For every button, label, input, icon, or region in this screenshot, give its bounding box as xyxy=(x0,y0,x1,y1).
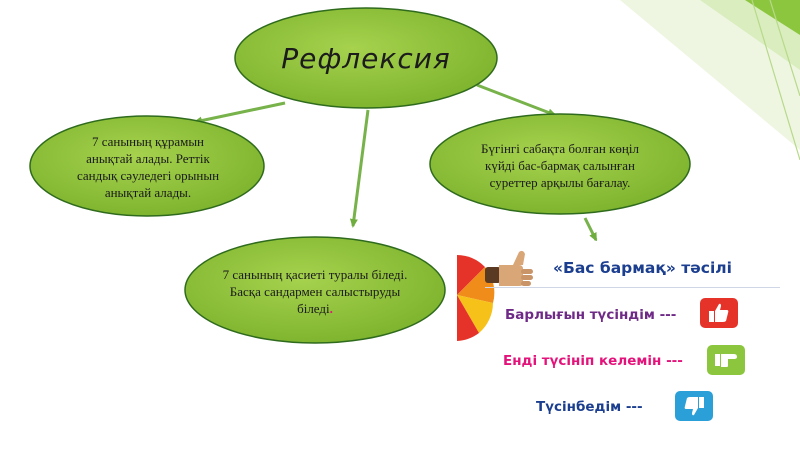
title-box: Рефлексия xyxy=(246,20,486,96)
arrow-to-left-node xyxy=(193,101,286,125)
arrow-to-bottom-node xyxy=(349,109,370,228)
right-node-text: Бүгінгі сабақта болған көңіл күйді бас-б… xyxy=(481,140,639,190)
left-node-ellipse xyxy=(29,115,265,217)
bottom-node-text: 7 санының қасиеті туралы біледі. Басқа с… xyxy=(222,266,408,316)
panel-divider xyxy=(485,287,780,288)
left-node: 7 санының құрамын анықтай алады. Реттік … xyxy=(70,130,226,204)
thumbs-technique-panel: «Бас бармақ» тәсілі Барлығын түсіндім --… xyxy=(457,241,785,441)
decor-line xyxy=(769,0,800,97)
row-learning-label: Енді түсініп келемін --- xyxy=(503,353,683,369)
arrow-to-panel xyxy=(583,217,598,242)
title-ellipse xyxy=(234,7,498,109)
panel-heading: «Бас бармақ» тәсілі xyxy=(553,259,732,277)
thumb-sideways-icon[interactable] xyxy=(707,345,745,375)
decor-line xyxy=(751,0,800,161)
right-node: Бүгінгі сабақта болған көңіл күйді бас-б… xyxy=(470,128,650,202)
diagram-title: Рефлексия xyxy=(281,41,451,75)
row-understood-label: Барлығын түсіндім --- xyxy=(505,307,677,323)
bottom-node-end-mark: . xyxy=(329,300,333,316)
bottom-node: 7 санының қасиеті туралы біледі. Басқа с… xyxy=(215,258,415,324)
thumbs-up-icon[interactable] xyxy=(700,298,738,328)
thumbs-down-icon[interactable] xyxy=(675,391,713,421)
bottom-node-content: 7 санының қасиеті туралы біледі. Басқа с… xyxy=(215,266,415,317)
left-node-text: 7 санының құрамын анықтай алады. Реттік … xyxy=(76,134,220,200)
hand-thumbs-up-icon xyxy=(485,250,533,286)
arrow-to-right-node xyxy=(476,83,557,117)
bottom-node-ellipse xyxy=(184,236,446,344)
row-not-understood-label: Түсінбедім --- xyxy=(536,399,643,415)
decor-circle-segments xyxy=(457,255,495,341)
right-node-ellipse xyxy=(429,113,691,215)
